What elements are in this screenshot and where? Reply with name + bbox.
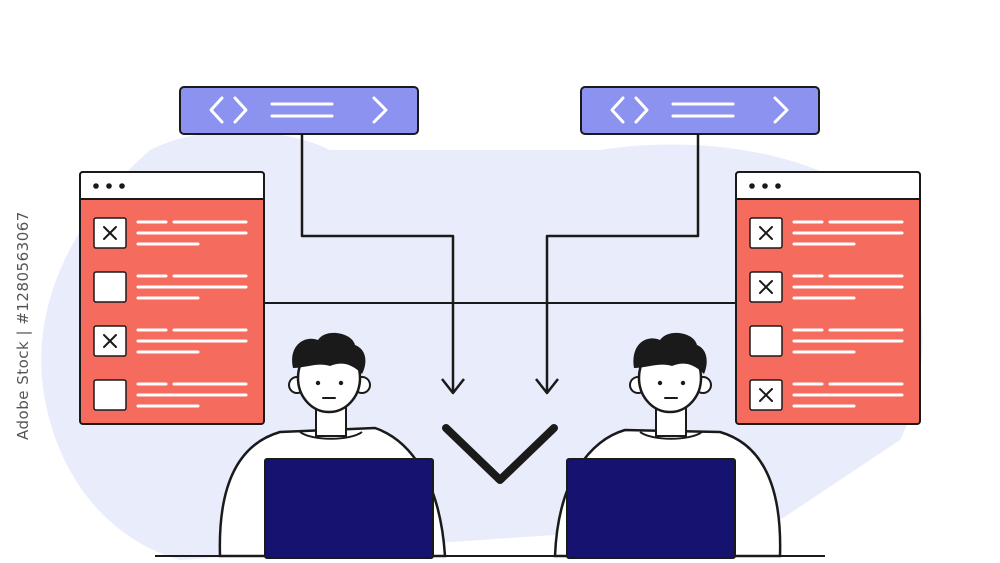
x-mark-icon (103, 334, 117, 348)
left-person-hair (292, 332, 366, 374)
x-mark-icon (759, 388, 773, 402)
checklist-row (749, 325, 904, 357)
stock-id-label: Adobe Stock | #1280563067 (14, 211, 32, 440)
text-lines-icon (792, 328, 904, 354)
chevron-right-icon (773, 96, 789, 124)
right-person (553, 332, 782, 559)
checklist-row (93, 325, 248, 357)
right-laptop (566, 458, 736, 559)
x-mark-icon (759, 280, 773, 294)
x-mark-icon (759, 226, 773, 240)
window-dots-icon (93, 183, 125, 189)
text-lines-icon (671, 102, 735, 118)
chevron-down-icon (442, 424, 558, 484)
text-lines-icon (792, 220, 904, 246)
checklist-row (749, 379, 904, 411)
checkbox-empty (749, 325, 783, 357)
checklist-row (93, 379, 248, 411)
checklist-row (93, 217, 248, 249)
text-lines-icon (792, 274, 904, 300)
window-dots-icon (749, 183, 781, 189)
text-lines-icon (136, 328, 248, 354)
left-code-bar (179, 86, 419, 135)
text-lines-icon (136, 382, 248, 408)
right-code-bar (580, 86, 820, 135)
checklist-row (749, 217, 904, 249)
left-laptop (264, 458, 434, 559)
x-mark-icon (103, 226, 117, 240)
chevron-right-icon (372, 96, 388, 124)
left-flow-arrow (300, 134, 465, 395)
code-brackets-icon (209, 96, 248, 124)
right-person-hair (633, 332, 707, 374)
checklist-row (749, 271, 904, 303)
checklist-row (93, 271, 248, 303)
text-lines-icon (270, 102, 334, 118)
left-checklist-panel (79, 171, 265, 425)
right-checklist-panel (735, 171, 921, 425)
checkbox-empty (93, 271, 127, 303)
code-brackets-icon (610, 96, 649, 124)
text-lines-icon (792, 382, 904, 408)
checkbox-empty (93, 379, 127, 411)
right-flow-arrow (535, 134, 700, 395)
text-lines-icon (136, 274, 248, 300)
left-person (218, 332, 447, 559)
text-lines-icon (136, 220, 248, 246)
